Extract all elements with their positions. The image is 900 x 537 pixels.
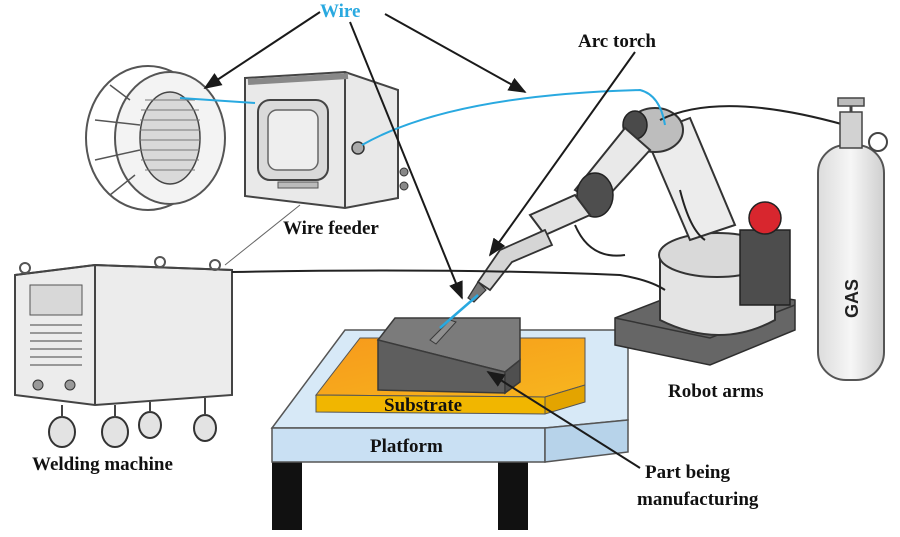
robot-arms-label: Robot arms <box>668 381 764 402</box>
feeder-outlet-icon <box>351 141 365 155</box>
part-label-line2: manufacturing <box>637 489 759 510</box>
welding-machine <box>14 256 233 448</box>
annotation-arrows <box>203 11 641 469</box>
platform-label: Platform <box>370 436 443 457</box>
arc-torch-label: Arc torch <box>578 31 656 52</box>
substrate-label: Substrate <box>384 395 462 416</box>
gas-label: GAS <box>842 279 862 318</box>
wire-spool <box>85 65 226 211</box>
welding-machine-label: Welding machine <box>32 454 173 475</box>
robot-arm <box>467 105 846 366</box>
part-label-line1: Part being <box>645 462 730 483</box>
connections <box>179 88 666 329</box>
pressure-gauge-icon <box>868 132 888 152</box>
gas-cylinder: GAS <box>817 97 888 381</box>
wire-label: Wire <box>320 1 360 22</box>
emergency-stop-icon <box>748 201 782 235</box>
wire-feeder <box>244 70 409 210</box>
manufactured-part <box>376 317 521 395</box>
wire-feeder-label: Wire feeder <box>283 218 379 239</box>
